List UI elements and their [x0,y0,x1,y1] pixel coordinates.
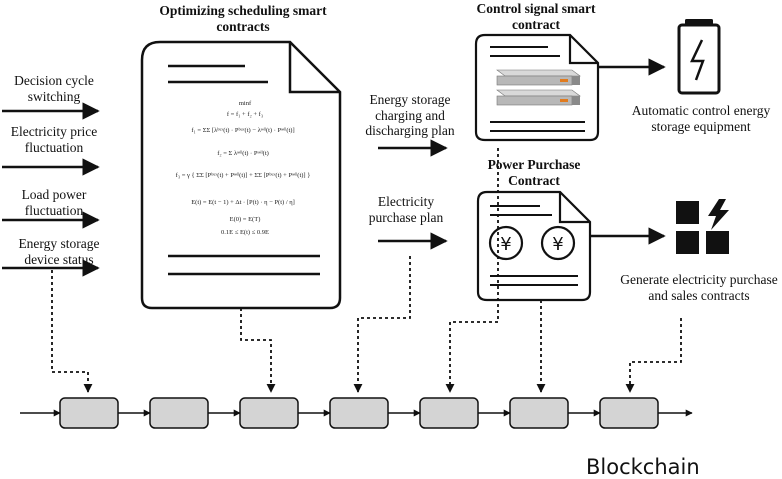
input-label-load: Load power fluctuation [21,187,87,218]
block-5 [419,397,479,429]
server-icon [496,69,581,106]
dotted-connector-inputs [51,270,93,393]
dotted-connector-control [445,148,499,393]
dotted-connector-scheduling [240,308,276,393]
purchase-plan-label: Electricity purchase plan [368,194,444,225]
block-6 [509,397,569,429]
input-label-price: Electricity price fluctuation [10,124,98,155]
block-2 [149,397,209,429]
purchase-contract-document [476,190,592,302]
scheduling-contract-document [140,40,342,310]
scheduling-contract-title: Optimizing scheduling smart contracts [159,3,327,34]
block-3 [239,397,299,429]
block-4 [329,397,389,429]
formula-energy-bounds: 0.1E ≤ E(t) ≤ 0.9E [221,229,269,236]
scheduling-contract-fold [288,42,340,94]
formula-f3: f₃ = γ { ΣΣ [Pᵇᵘʸ(t) + Pˢᵉˡˡ(t)] + ΣΣ [P… [175,172,311,179]
battery-icon [677,19,721,95]
formula-minf: minf [238,100,252,107]
generate-output-label: Generate electricity purchase and sales … [620,272,778,303]
formula-f2: f₂ = Σ λˢᵉˡˡ(t) · Pˢᵉˡˡ(t) [217,150,269,157]
formula-f: f = f₁ + f₂ + f₃ [226,111,264,118]
yuan-coin-icon-1 [488,225,524,261]
control-output-label: Automatic control energy storage equipme… [631,103,771,134]
block-1 [59,397,119,429]
yuan-coin-icon-2 [540,225,576,261]
purchase-contract-title: Power Purchase Contract [487,157,581,188]
dotted-connector-purchase-plan [353,256,411,393]
control-contract-fold [568,35,598,65]
blocks-lightning-icon [676,199,729,254]
formula-energy: E(t) = E(t − 1) + Δt · [P(t) · η − P(t) … [191,199,295,206]
formula-f1: f₁ = ΣΣ [λᵇᵘʸ(t) · Pᵇᵘʸ(t) − λˢᵉˡˡ(t) · … [191,127,295,134]
control-contract-title: Control signal smart contract [476,1,596,32]
control-contract-document [474,33,600,142]
block-7 [599,397,659,429]
input-label-decision: Decision cycle switching [14,73,94,104]
formula-energy-cycle: E(0) = E(T) [229,216,261,223]
yuan-symbol-1: ¥ [500,234,511,255]
purchase-contract-fold [558,192,590,224]
input-label-storage: Energy storage device status [18,236,100,267]
dotted-connector-generate [625,318,682,393]
charging-plan-label: Energy storage charging and discharging … [365,92,455,139]
yuan-symbol-2: ¥ [552,234,563,255]
blockchain-label: Blockchain [586,455,700,479]
